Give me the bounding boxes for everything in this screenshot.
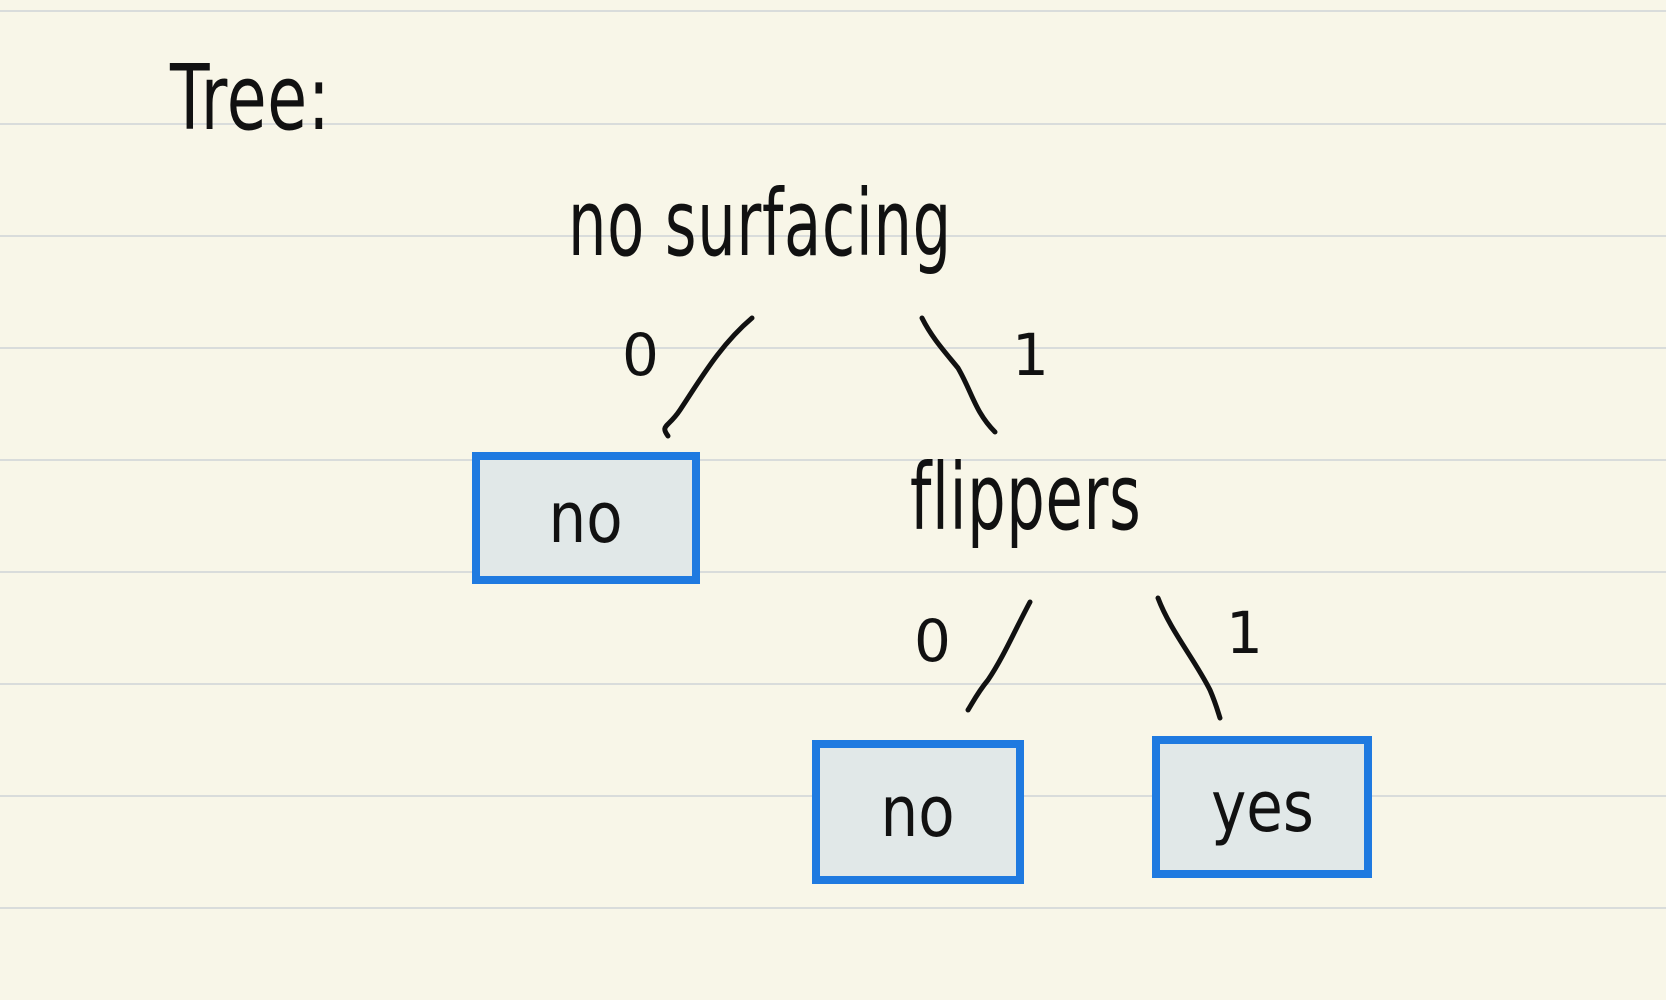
leaf-flippers-no: no — [812, 740, 1024, 884]
rule-line — [0, 571, 1666, 573]
edge-label-root-0: 0 — [622, 321, 659, 389]
edge-flippers-left — [965, 599, 1033, 713]
rule-line — [0, 347, 1666, 349]
edge-root-right — [919, 315, 998, 435]
node-no-surfacing: no surfacing — [568, 170, 952, 277]
rule-line — [0, 907, 1666, 909]
page-title: Tree: — [170, 46, 331, 151]
rule-line — [0, 123, 1666, 125]
leaf-flippers-yes: yes — [1152, 736, 1372, 878]
leaf-label: no — [548, 477, 624, 559]
rule-line — [0, 235, 1666, 237]
edge-label-flippers-0: 0 — [914, 607, 951, 675]
leaf-label: yes — [1210, 766, 1314, 848]
rule-line — [0, 683, 1666, 685]
edge-label-flippers-1: 1 — [1226, 599, 1263, 667]
node-flippers: flippers — [910, 444, 1142, 551]
leaf-root-no: no — [472, 452, 700, 584]
edge-flippers-right — [1155, 595, 1223, 721]
leaf-label: no — [880, 771, 956, 853]
edge-root-left — [662, 315, 755, 439]
rule-line — [0, 459, 1666, 461]
rule-line — [0, 10, 1666, 12]
edge-label-root-1: 1 — [1012, 321, 1049, 389]
